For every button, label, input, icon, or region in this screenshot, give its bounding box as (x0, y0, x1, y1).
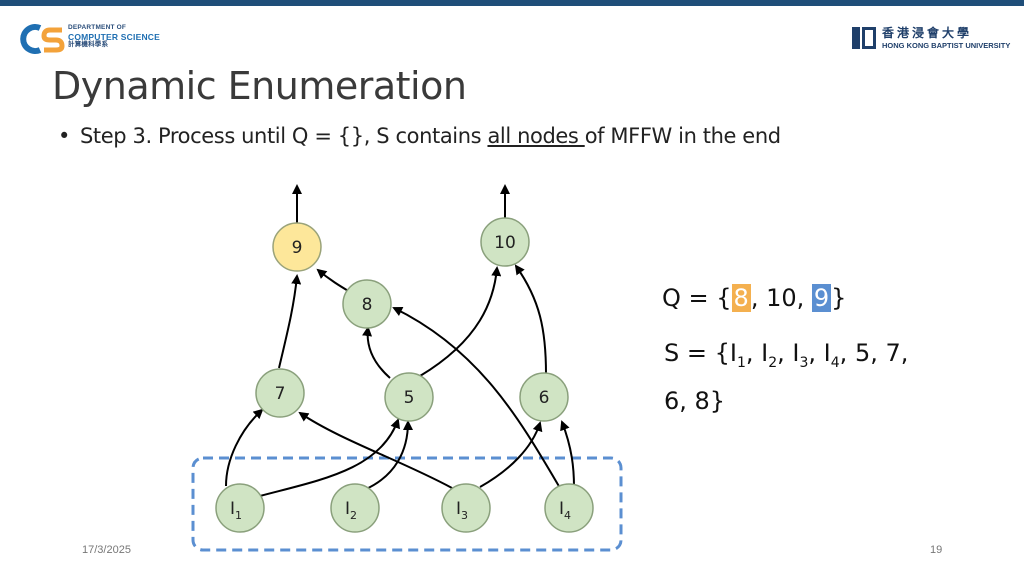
page-number: 19 (930, 544, 943, 556)
slide-date: 17/3/2025 (82, 544, 131, 556)
edge-I4-6 (560, 420, 575, 488)
s-item-I2-sub: 2 (768, 354, 778, 371)
dept-line-2: COMPUTER SCIENCE (68, 31, 160, 42)
dept-line-3: 計算機科學系 (68, 41, 109, 48)
node-I2-label: I2 (345, 499, 357, 522)
queue-item-blue: 9 (811, 284, 832, 312)
node-I4: I4 (544, 483, 594, 533)
s-item-I4-sub: 4 (830, 354, 840, 371)
node-I2-base: I (345, 499, 350, 519)
bullet-text-suffix: of MFFW in the end (584, 124, 781, 148)
s-item-I4-base: I (823, 339, 831, 367)
dept-line-1: DEPARTMENT OF (68, 24, 127, 31)
node-10-label: 10 (494, 233, 516, 253)
node-I4-base: I (559, 499, 564, 519)
queue-suffix: } (831, 284, 847, 312)
department-name: DEPARTMENT OF COMPUTER SCIENCE 計算機科學系 (68, 24, 160, 50)
node-9-label: 9 (292, 238, 303, 258)
node-7-label: 7 (275, 384, 286, 404)
s-item-7: 7 (885, 339, 901, 367)
bullet-text-prefix: Step 3. Process until Q = {}, S contains (80, 124, 488, 148)
set-prefix: S = { (664, 339, 730, 367)
cs-department-logo (20, 24, 65, 54)
node-8: 8 (342, 279, 392, 329)
edge-5-10 (419, 266, 502, 377)
node-I2: I2 (330, 483, 380, 533)
node-I4-label: I4 (559, 499, 571, 522)
node-I3-base: I (456, 499, 461, 519)
edges (225, 184, 575, 497)
university-name-english: HONG KONG BAPTIST UNIVERSITY (882, 41, 1011, 50)
edge-I1-7 (225, 408, 264, 487)
queue-item-orange: 8 (731, 284, 751, 312)
node-6: 6 (519, 372, 569, 422)
node-I3-label: I3 (456, 499, 468, 522)
edge-I4-8 (392, 307, 561, 489)
edge-5-8 (362, 326, 391, 379)
slide-title: Dynamic Enumeration (52, 64, 467, 108)
edge-8-9 (316, 268, 351, 293)
university-name-chinese: 香港浸會大學 (882, 26, 973, 40)
bullet-dot: • (58, 124, 70, 148)
node-I1-base: I (230, 499, 235, 519)
queue-prefix: Q = { (662, 284, 732, 312)
s-item-I3-sub: 3 (799, 354, 809, 371)
hkbu-logo-icon (852, 27, 876, 49)
edge-6-10 (514, 264, 547, 375)
node-10: 10 (480, 217, 530, 267)
set-s: S = {I1, I2, I3, I4, 5, 7,6, 8} (664, 339, 909, 415)
step-bullet: • Step 3. Process until Q = {}, S contain… (58, 124, 781, 148)
node-6-label: 6 (539, 388, 550, 408)
node-7: 7 (255, 368, 305, 418)
edge-I3-6 (479, 421, 543, 488)
s-item-I1-sub: 1 (736, 354, 746, 371)
node-I4-sub: 4 (564, 509, 571, 522)
node-I1-sub: 1 (235, 509, 242, 522)
node-I2-sub: 2 (350, 509, 357, 522)
s-line-2: 6, 8} (664, 386, 726, 415)
edge-I1-5 (259, 418, 400, 497)
node-I1-label: I1 (230, 499, 242, 522)
queue-item-plain: 10 (766, 284, 797, 312)
node-I1: I1 (215, 483, 265, 533)
s-item-I1-base: I (729, 339, 737, 367)
s-item-5: 5 (854, 339, 871, 367)
edge-7-9 (278, 274, 302, 369)
s-item-I2-base: I (761, 339, 769, 367)
queue-q: Q = {8, 10, 9} (662, 284, 847, 312)
s-item-I3-base: I (792, 339, 800, 367)
bullet-text-underlined: all nodes (487, 124, 585, 148)
node-9: 9 (272, 222, 322, 272)
node-5: 5 (384, 372, 434, 422)
top-accent-bar (0, 0, 1024, 6)
node-5-label: 5 (404, 388, 415, 408)
node-I3: I3 (441, 483, 491, 533)
edge-I3-7 (298, 411, 453, 489)
node-I3-sub: 3 (461, 509, 468, 522)
node-8-label: 8 (362, 295, 373, 315)
